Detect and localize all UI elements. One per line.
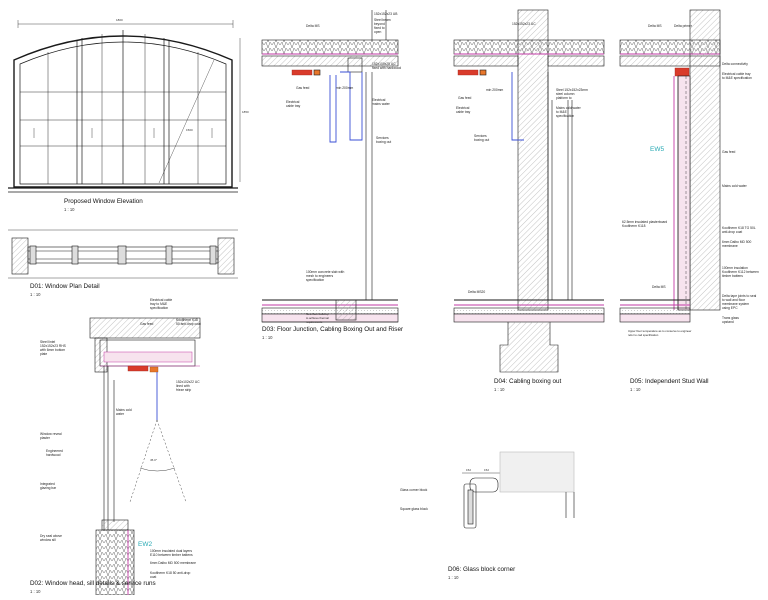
d05-note-dalbo: 6mm Dalbo MD 500 membrane [722, 240, 752, 248]
d05-title: D05: Independent Stud Wall [630, 378, 709, 385]
d04-note-services: Services boxing out [474, 134, 490, 142]
d02-note-ducts: 152x102x22 UC lined with frieze strip [176, 380, 200, 392]
d03-scale: 1 : 10 [262, 335, 273, 340]
d02-title: D02: Window head, sill details & service… [30, 580, 156, 587]
d05-note-delta-tape: Delta tape joints to seal to wall and fl… [722, 294, 757, 310]
d03-note-services: Services boxing out [376, 136, 392, 144]
section-d03 [261, 10, 399, 323]
d04-note-steel: Steel 152x152x23mm steel column platform… [556, 88, 588, 100]
section-d06 [462, 451, 575, 529]
d05-scale: 1 : 10 [630, 387, 641, 392]
d02-note-electrical-tray: Electrical cable tray to M&E specificati… [150, 298, 173, 310]
d03-note-steel-beam: Steel beam beyond fixed to open [374, 18, 391, 34]
d03-note-new-line: New floor build-up to achieve thermal re… [306, 312, 329, 324]
d01-scale: 1 : 10 [30, 292, 41, 297]
d02-note-kooltherm-top: Kooltherm K18 50 anti-drop coat [176, 318, 201, 326]
d05-ew-label: EW5 [650, 146, 665, 153]
d03-note-gas-feed: Gas feed [296, 86, 310, 90]
d06-note-square: Square glass block [400, 507, 428, 511]
d02-note-window-reveal: Window reveal plaster [40, 432, 62, 440]
d05-note-trans: Trans glass upstand [722, 316, 739, 324]
d05-note-pir: 100mm insulation Kooltherm K112 between … [722, 266, 759, 278]
d06-title: D06: Glass block corner [448, 566, 516, 573]
section-d05 [619, 9, 721, 323]
elevation-width-dim: 1800 [116, 18, 123, 22]
d02-note-dry-seal: Dry seal above window sill [40, 534, 62, 542]
d05-note-delta-primer: Delta primer [674, 24, 692, 28]
window-elevation [8, 20, 241, 193]
plan-detail-d01 [8, 229, 238, 279]
d05-note-floor: Upper floor temperature as to conserve t… [628, 329, 692, 337]
d04-scale: 1 : 10 [494, 387, 505, 392]
d04-note-electrical: Electrical cable tray [456, 106, 471, 114]
d02-note-kooltherm-bot: Kooltherm K18 50 anti-drop coat [150, 571, 191, 579]
d05-note-plasterboard: 62.5mm insulated plasterboard Kooltherm … [622, 220, 668, 228]
elevation-diag-dim: 1500 [186, 128, 193, 132]
d02-ew-label: EW2 [138, 541, 153, 548]
d04-title: D04: Cabling boxing out [494, 378, 562, 385]
section-d02 [89, 317, 201, 596]
d06-dim-b: 152 [484, 468, 490, 472]
d02-note-pir: 100mm insulated dual layers E110 between… [150, 549, 193, 557]
d02-note-engineered: Engineered hardwood [46, 449, 63, 457]
elevation-scale: 1 : 10 [64, 207, 75, 212]
d03-note-screed: 100mm concrete slab with mesh to enginee… [306, 270, 345, 282]
d02-note-integrated: Integrated glazing bar [40, 482, 57, 490]
d03-note-elec-water: Electrical mains water [372, 98, 390, 106]
d03-title: D03: Floor Junction, Cabling Boxing Out … [262, 326, 404, 333]
d02-note-gas-feed: Gas feed [140, 322, 154, 326]
d06-dim-a: 152 [466, 468, 472, 472]
d05-note-delta-ms: Delta MS [648, 24, 662, 28]
elevation-height-dim: 1850 [242, 110, 249, 114]
section-d04 [453, 9, 605, 373]
d03-note-min: min 200mm [336, 86, 354, 90]
d05-note-kooltherm: Kooltherm K18 TG 50L anti-drop coat [722, 226, 756, 234]
d05-note-delta-ms-low: Delta MS [652, 285, 666, 289]
d05-note-electrical: Electrical cable tray to M&E specificati… [722, 72, 752, 80]
d05-note-mains: Mains cold water [722, 184, 747, 188]
d06-note-corner: Glass corner block [400, 488, 428, 492]
elevation-title: Proposed Window Elevation [64, 198, 143, 205]
d05-note-delta-connect: Delta connectivity [722, 62, 748, 66]
d03-note-delta-ms: Delta MS [306, 24, 320, 28]
d04-note-min: min 200mm [486, 88, 504, 92]
d04-note-ub: 152x152x23 UC [512, 22, 536, 26]
d04-note-gas-feed: Gas feed [458, 96, 472, 100]
d05-note-gas-feed: Gas feed [722, 150, 736, 154]
d06-scale: 1 : 10 [448, 575, 459, 580]
d04-note-mains: Mains cold water to M&E specification [556, 106, 581, 118]
d02-note-steel-lintel: Steel lintel 152x152x23 RHS with 6mm bot… [40, 340, 66, 356]
d03-note-fixed: 152x100x25 UC fixed with hardwood [372, 62, 402, 70]
d03-note-ub: 152x152x23 UB [374, 12, 398, 16]
d02-scale: 1 : 10 [30, 589, 41, 594]
d01-title: D01: Window Plan Detail [30, 283, 100, 290]
d02-note-dalbo: 6mm Dalbo MD 500 membrane [150, 561, 196, 565]
d02-angle: 45.0° [150, 458, 158, 462]
d04-note-delta: Delta MS20 [468, 290, 486, 294]
d02-note-mains-cold: Mains cold water [116, 408, 132, 416]
d03-note-electrical: Electrical cable tray [286, 100, 301, 108]
